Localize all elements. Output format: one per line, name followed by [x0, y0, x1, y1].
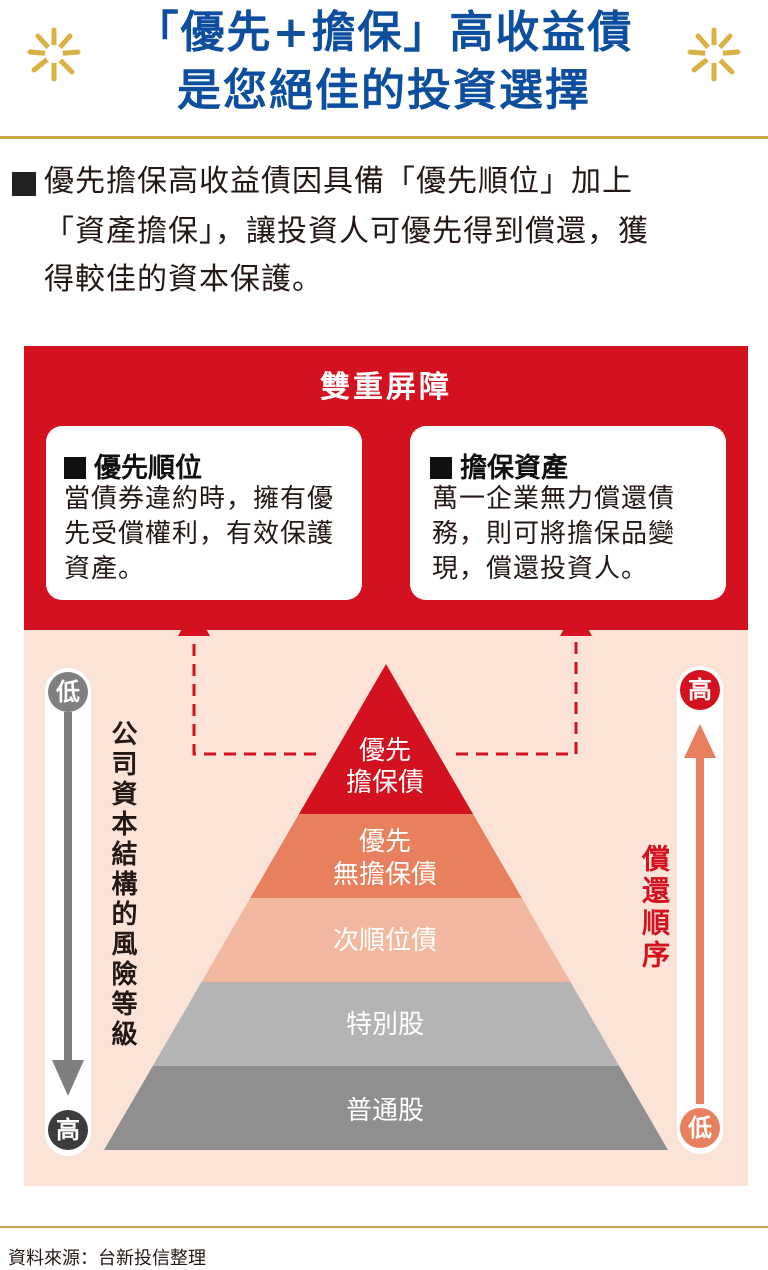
right-burst-icon: [687, 27, 741, 82]
title-line-2: 是您絕佳的投資選擇: [177, 65, 591, 116]
left-axis-bottom-circle: 高: [48, 1110, 88, 1150]
right-axis-bottom-circle: 低: [680, 1108, 720, 1148]
collateral-card-line-3: 現，償還投資人。: [432, 554, 649, 584]
collateral-card-heading: 擔保資產: [430, 446, 568, 485]
priority-card: [46, 426, 362, 600]
layer-subordinated-label: 次順位債: [332, 926, 437, 956]
layer-preferred-stock-label: 特別股: [345, 1010, 424, 1040]
left-up-arrow-icon: [178, 606, 210, 636]
risk-level-label: 公司資本結構的風險等級: [107, 720, 137, 1050]
priority-card-line-3: 資產。: [64, 554, 146, 584]
left-dashed-connector: [192, 630, 316, 756]
intro-line-2: 「資產擔保」，讓投資人可優先得到償還，獲: [44, 214, 649, 249]
right-up-arrow-icon: [560, 606, 592, 636]
card-bullet-icon: [430, 457, 452, 479]
panel-title: 雙重屏障: [320, 370, 452, 405]
title-line-1: 「優先+擔保」高收益債: [134, 7, 634, 58]
priority-card-line-2: 先受償權利，有效保護: [64, 519, 335, 549]
left-burst-icon: [27, 27, 81, 82]
intro-bullet-icon: [12, 172, 36, 196]
layer-senior-unsecured-line-2: 無擔保債: [332, 860, 437, 890]
source-note: 資料來源：台新投信整理: [8, 1248, 206, 1269]
priority-card-line-1: 當債券違約時，擁有優: [64, 484, 335, 514]
right-axis-top-circle: 高: [680, 670, 720, 710]
header-divider: [0, 136, 768, 139]
layer-senior-secured-line-2: 擔保債: [345, 768, 424, 798]
left-axis-top-circle: 低: [48, 672, 88, 712]
priority-card-heading-text: 優先順位: [94, 453, 202, 484]
intro-line-1: 優先擔保高收益債因具備「優先順位」加上: [44, 164, 633, 199]
layer-preferred-stock: [104, 982, 668, 1066]
card-bullet-icon: [64, 457, 86, 479]
layer-senior-secured-line-1: 優先: [358, 736, 411, 766]
layer-common-stock: [104, 1066, 668, 1150]
layer-senior-unsecured-line-1: 優先: [358, 827, 411, 857]
layer-common-stock-label: 普通股: [345, 1096, 424, 1126]
left-down-arrow-icon: [52, 1060, 84, 1096]
intro-line-3: 得較佳的資本保護。: [44, 262, 323, 297]
right-dashed-connector: [456, 630, 578, 756]
collateral-card-line-2: 務，則可將擔保品變: [432, 519, 676, 549]
collateral-card-heading-text: 擔保資產: [460, 453, 568, 484]
collateral-card-line-1: 萬一企業無力償還債: [432, 484, 676, 514]
collateral-card: [410, 426, 726, 600]
repayment-order-label: 償還順序: [638, 844, 671, 972]
footer-divider: [0, 1226, 768, 1228]
right-up-arrow-icon-axis: [684, 724, 716, 758]
priority-card-heading: 優先順位: [64, 446, 202, 485]
